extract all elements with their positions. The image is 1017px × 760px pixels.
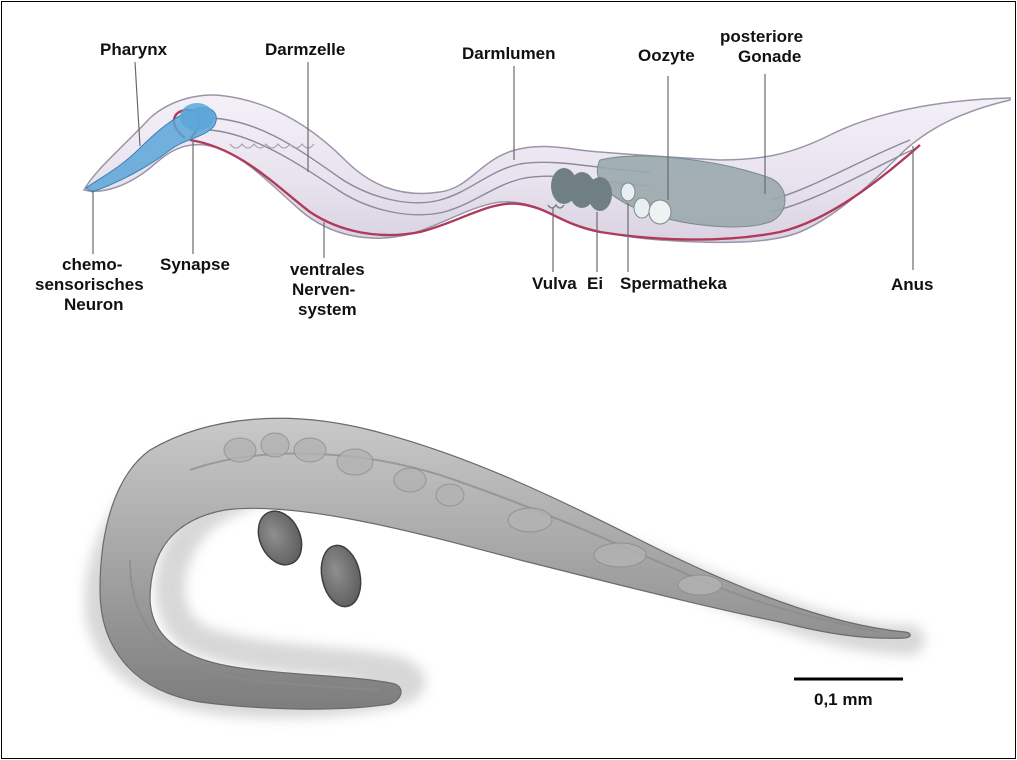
micrograph-egg-1 (250, 504, 310, 572)
schematic-worm: Pharynx Darmzelle Darmlumen Oozyte poste… (35, 27, 1010, 319)
label-chemo-line3: Neuron (64, 295, 124, 314)
label-pharynx: Pharynx (100, 40, 168, 59)
label-ei: Ei (587, 274, 603, 293)
label-darmlumen: Darmlumen (462, 44, 556, 63)
label-chemo-line2: sensorisches (35, 275, 144, 294)
label-ventral-line3: system (298, 300, 357, 319)
label-ventral-line1: ventrales (290, 260, 365, 279)
spermatheka-cell-2 (634, 198, 650, 218)
scale-bar-label: 0,1 mm (814, 690, 873, 709)
oocyte-1 (649, 200, 671, 224)
egg-3 (588, 177, 612, 211)
micrograph: 0,1 mm (100, 418, 911, 709)
label-synapse: Synapse (160, 255, 230, 274)
label-oozyte: Oozyte (638, 46, 695, 65)
pharynx-bulb (180, 103, 214, 131)
worm-body (84, 95, 1010, 242)
label-vulva: Vulva (532, 274, 577, 293)
label-gonade-line1: posteriore (720, 27, 803, 46)
label-darmzelle: Darmzelle (265, 40, 345, 59)
label-anus: Anus (891, 275, 934, 294)
label-spermatheka: Spermatheka (620, 274, 727, 293)
label-gonade-line2: Gonade (738, 47, 801, 66)
spermatheka-cell-1 (621, 183, 635, 201)
label-ventral-line2: Nerven- (292, 280, 355, 299)
label-chemo-line1: chemo- (62, 255, 122, 274)
micrograph-egg-2 (316, 542, 366, 611)
